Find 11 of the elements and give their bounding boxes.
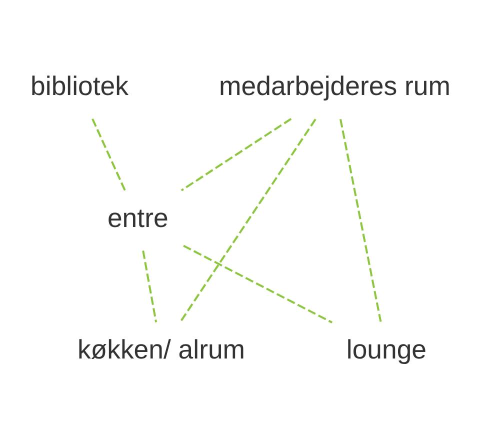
connector <box>142 250 158 322</box>
node-text: lounge <box>346 334 427 364</box>
node-text: entre <box>107 202 168 232</box>
connector <box>180 118 292 191</box>
node-text: køkken/ alrum <box>77 334 246 364</box>
node-text: medarbejderes rum <box>219 70 450 101</box>
connector <box>183 244 333 323</box>
node-text: bibliotek <box>30 70 128 101</box>
connector <box>340 118 382 322</box>
connector <box>180 118 316 322</box>
connector <box>92 118 126 190</box>
